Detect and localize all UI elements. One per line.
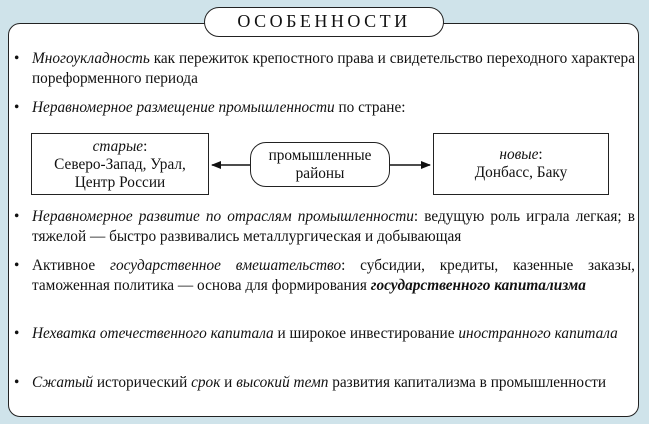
- text-fragment: по стране:: [334, 99, 406, 116]
- list-item-text: Многоукладность как пережиток крепостног…: [32, 49, 635, 88]
- text-fragment: государственное вмешательство: [109, 257, 342, 274]
- text-fragment: Нехватка отечественного капитала: [32, 325, 274, 342]
- list-item: • Многоукладность как пережиток крепостн…: [14, 49, 635, 88]
- bullet-icon: •: [14, 374, 20, 391]
- text-fragment: срок: [191, 374, 221, 391]
- text-fragment: высокий темп: [236, 374, 329, 391]
- list-item: • Нехватка отечественного капитала и шир…: [14, 324, 635, 344]
- text-fragment: и: [220, 374, 237, 391]
- text-fragment: государственного капитализма: [370, 276, 586, 294]
- bullet-icon: •: [14, 50, 20, 67]
- diagram-title: ОСОБЕННОСТИ: [204, 7, 444, 37]
- old-regions-colon: :: [143, 138, 148, 155]
- list-item-text: Нехватка отечественного капитала и широк…: [32, 324, 635, 344]
- new-regions-box: новые: Донбасс, Баку: [433, 133, 609, 195]
- new-regions-label: новые: [499, 146, 539, 163]
- new-regions-colon: :: [538, 146, 543, 163]
- old-regions-label: старые: [92, 138, 144, 155]
- old-regions-line2: Центр России: [74, 174, 166, 191]
- text-fragment: как пережиток крепостного права и свидет…: [32, 50, 635, 87]
- list-item: • Неравномерное развитие по отраслям про…: [14, 207, 635, 246]
- text-fragment: развития капитализма в промышленности: [328, 374, 607, 391]
- text-fragment: Неравномерное размещение промышленности: [32, 99, 335, 116]
- text-fragment: Неравномерное развитие по отраслям промы…: [32, 208, 414, 225]
- old-regions-line1: Северо-Запад, Урал,: [54, 156, 186, 173]
- text-fragment: и широкое инвестирование: [273, 325, 459, 342]
- text-fragment: исторический: [93, 374, 192, 391]
- center-line2: районы: [295, 165, 345, 182]
- bullet-icon: •: [14, 325, 20, 342]
- list-item-text: Активное государственное вмешательство: …: [32, 256, 635, 295]
- list-item: • Активное государственное вмешательство…: [14, 256, 635, 295]
- industrial-regions-box: промышленные районы: [250, 142, 390, 187]
- bullet-icon: •: [14, 208, 20, 225]
- list-item-text: Неравномерное развитие по отраслям промы…: [32, 207, 635, 246]
- text-fragment: : субсидии, кредиты, казенные заказы, та…: [32, 257, 635, 294]
- new-regions-line1: Донбасс, Баку: [474, 164, 568, 181]
- list-item-text: Неравномерное размещение промышленности …: [32, 98, 635, 118]
- text-fragment: Многоукладность: [32, 50, 150, 67]
- list-item: • Неравномерное размещение промышленност…: [14, 98, 635, 118]
- text-fragment: иностранного капитала: [458, 325, 618, 342]
- list-item-text: Сжатый исторический срок и высокий темп …: [32, 373, 635, 393]
- bullet-icon: •: [14, 99, 20, 116]
- text-fragment: : ведущую роль играла легкая; в тяжелой …: [32, 208, 635, 245]
- text-fragment: Активное: [32, 257, 110, 274]
- list-item: • Сжатый исторический срок и высокий тем…: [14, 373, 635, 393]
- center-line1: промышленные: [268, 147, 372, 164]
- old-regions-box: старые: Северо-Запад, Урал, Центр России: [31, 133, 209, 195]
- features-panel: [8, 23, 639, 417]
- bullet-icon: •: [14, 257, 20, 274]
- text-fragment: Сжатый: [32, 374, 94, 391]
